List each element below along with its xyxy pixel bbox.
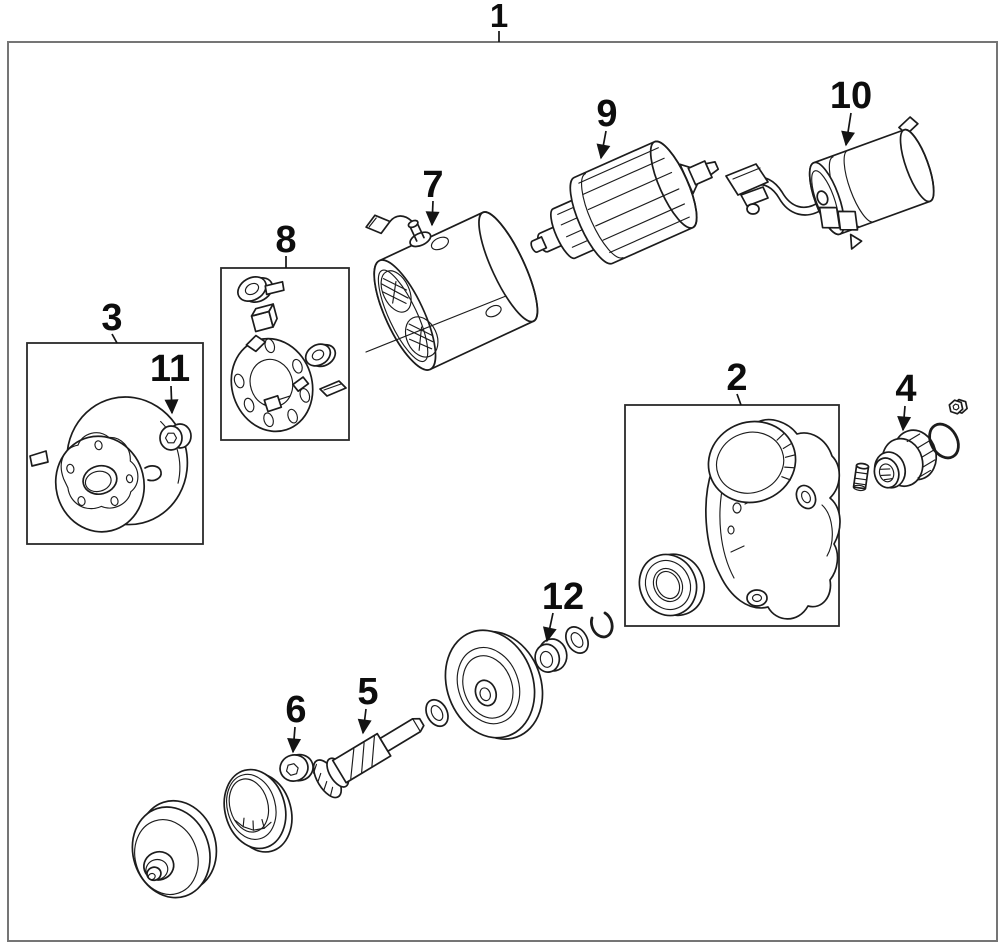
snap-ring bbox=[590, 611, 614, 639]
part-armature bbox=[530, 140, 720, 265]
callout-label-5: 5 bbox=[357, 671, 378, 713]
part-bushing bbox=[159, 423, 192, 451]
connector-plug bbox=[725, 163, 769, 196]
callout-arrow-5 bbox=[357, 708, 372, 735]
callout-arrow-6 bbox=[287, 726, 302, 754]
part-yoke-housing bbox=[365, 211, 539, 371]
part-center-bracket bbox=[638, 418, 841, 620]
callout-1: 1 bbox=[490, 0, 508, 42]
part-internal-gear bbox=[223, 768, 293, 853]
part-magnet-switch bbox=[725, 116, 935, 250]
part-thrust-washer bbox=[425, 698, 449, 728]
brush bbox=[250, 303, 278, 333]
callout-label-8: 8 bbox=[275, 219, 296, 261]
callout-label-9: 9 bbox=[596, 93, 617, 135]
callout-label-1: 1 bbox=[490, 0, 508, 34]
callout-leader-3 bbox=[111, 333, 118, 344]
part-pinion-clutch bbox=[852, 398, 968, 492]
callout-arrow-9 bbox=[596, 130, 611, 160]
part-collar bbox=[279, 753, 314, 782]
part-brush-holder-set bbox=[230, 276, 347, 433]
callout-9: 9 bbox=[596, 93, 618, 160]
bearing bbox=[638, 553, 706, 617]
brush-holder-group-box bbox=[220, 267, 350, 441]
callout-arrow-4 bbox=[897, 405, 912, 432]
brush-spring-roller bbox=[237, 276, 285, 303]
part-stopper-set bbox=[534, 611, 614, 673]
pinion-stopper bbox=[534, 638, 568, 673]
callout-leader-2 bbox=[736, 393, 742, 406]
callout-arrow-10 bbox=[841, 112, 855, 147]
stopper-washer bbox=[565, 626, 589, 654]
callout-3: 3 bbox=[101, 297, 123, 344]
part-planet-carrier bbox=[131, 799, 218, 899]
callout-arrow-11 bbox=[164, 385, 179, 415]
o-ring bbox=[928, 422, 960, 460]
callout-label-6: 6 bbox=[285, 689, 306, 731]
callout-6: 6 bbox=[285, 689, 307, 754]
callout-label-10: 10 bbox=[830, 75, 872, 117]
callout-11: 11 bbox=[150, 348, 190, 415]
brush-holder-plate bbox=[230, 334, 314, 433]
callout-label-3: 3 bbox=[101, 297, 122, 339]
gear-case-group-box bbox=[26, 342, 204, 545]
brush-spring-roller bbox=[304, 343, 337, 368]
callout-4: 4 bbox=[895, 368, 917, 432]
brush-wedge bbox=[319, 380, 347, 397]
part-gear-case bbox=[29, 396, 189, 533]
pinion-gear bbox=[873, 429, 938, 489]
clutch-roller bbox=[852, 462, 870, 492]
pinion-nut bbox=[948, 398, 968, 415]
callout-label-11: 11 bbox=[150, 348, 190, 390]
callout-arrow-7 bbox=[425, 200, 440, 227]
callout-8: 8 bbox=[275, 219, 297, 268]
callout-2: 2 bbox=[726, 357, 748, 406]
callout-10: 10 bbox=[830, 75, 872, 147]
assembly-boundary-frame bbox=[7, 41, 998, 942]
callout-label-2: 2 bbox=[726, 357, 747, 399]
callout-label-4: 4 bbox=[895, 368, 916, 410]
callout-label-7: 7 bbox=[422, 164, 443, 206]
callout-label-12: 12 bbox=[542, 576, 584, 618]
callout-arrow-12 bbox=[542, 612, 557, 643]
gear-pocket-collar bbox=[707, 420, 797, 504]
part-output-shaft bbox=[312, 717, 425, 799]
terminal-strap bbox=[365, 214, 391, 235]
callout-7: 7 bbox=[422, 164, 444, 227]
callout-5: 5 bbox=[357, 671, 379, 735]
terminal-boss bbox=[409, 231, 432, 248]
callout-12: 12 bbox=[542, 576, 584, 643]
part-gear-plate bbox=[444, 629, 544, 740]
